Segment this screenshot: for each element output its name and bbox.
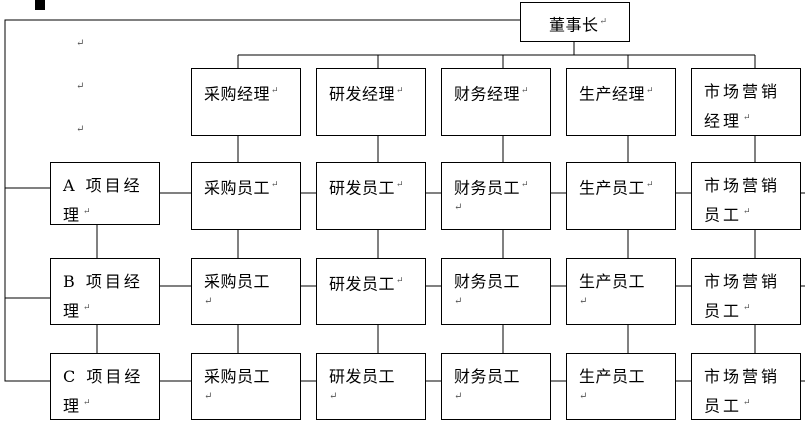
staff-box: 采购员工 ↵ [191,258,301,325]
staff-label: 财务员工 [454,178,521,198]
staff-label: 市场营销员工 [704,367,781,416]
staff-box: 生产员工↵ [566,162,676,230]
project-manager-label: B 项目经理 [63,272,143,321]
manager-box-production: 生产经理↵ [566,68,676,136]
staff-box: 市场营销员工↵ [691,162,801,230]
staff-label: 市场营销员工 [704,272,781,321]
manager-label: 市场营销经理 [704,82,781,131]
project-manager-label: A 项目经理 [63,176,143,225]
chairman-label: 董事长 [549,15,599,35]
staff-label: 生产员工 [579,178,646,198]
staff-label: 财务员工 [454,272,521,291]
staff-label: 生产员工 [579,367,646,386]
manager-label: 采购经理 [204,84,271,104]
staff-box: 研发员工 ↵ [316,353,426,420]
paragraph-mark: ↵ [76,81,85,92]
chairman-left-line [4,19,520,382]
staff-label: 生产员工 [579,272,646,291]
project-manager-box-a: A 项目经理↵ [50,162,160,225]
manager-box-finance: 财务经理↵ [441,68,551,136]
staff-box: 财务员工↵ ↵ [441,162,551,230]
staff-label: 研发员工 [329,178,396,198]
manager-box-rnd: 研发经理↵ [316,68,426,136]
paragraph-mark: ↵ [76,124,85,135]
staff-label: 财务员工 [454,367,521,386]
manager-box-marketing: 市场营销经理↵ [691,68,801,136]
staff-box: 财务员工 ↵ [441,353,551,420]
staff-box: 采购员工 ↵ [191,353,301,420]
staff-box: 采购员工↵ [191,162,301,230]
chairman-box: 董事长↵ [520,2,630,42]
staff-label: 采购员工 [204,178,271,198]
staff-box: 研发员工↵ [316,162,426,230]
project-manager-label: C 项目经理 [63,367,144,416]
staff-box: 市场营销员工↵ [691,258,801,325]
staff-box: 生产员工 ↵ [566,258,676,325]
staff-label: 市场营销员工 [704,176,781,225]
project-manager-box-b: B 项目经理↵ [50,258,160,325]
paragraph-mark: ↵ [76,38,85,49]
manager-label: 研发经理 [329,84,396,104]
staff-box: 研发员工↵ [316,258,426,325]
manager-label: 生产经理 [579,84,646,104]
anchor-marker-icon [35,0,45,10]
project-manager-box-c: C 项目经理↵ [50,353,160,420]
staff-label: 采购员工 [204,272,271,291]
staff-label: 研发员工 [329,274,396,294]
staff-box: 财务员工 ↵ [441,258,551,325]
staff-box: 市场营销员工↵ [691,353,801,420]
staff-box: 生产员工 ↵ [566,353,676,420]
staff-label: 采购员工 [204,367,271,386]
manager-box-procurement: 采购经理↵ [191,68,301,136]
staff-label: 研发员工 [329,367,396,386]
manager-label: 财务经理 [454,84,521,104]
